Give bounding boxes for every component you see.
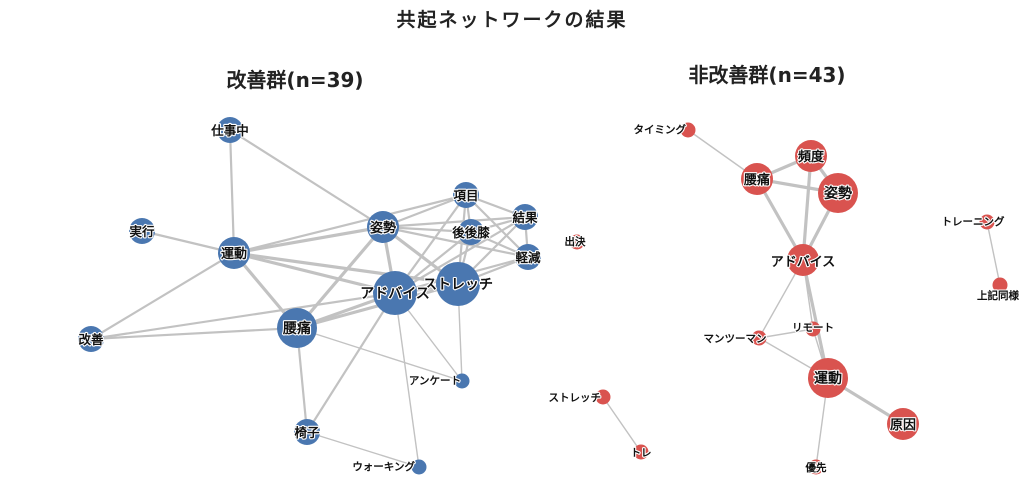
labels-layer: 仕事中実行運動改善姿勢項目結果後後膝軽減ストレッチアドバイス腰痛アンケート椅子ウ… [77,122,1020,475]
node-label-improved-jikko: 実行 [129,224,155,239]
edge-improved-kaizen-advice [89,291,397,341]
node-improved-keigen [515,244,541,270]
node-improved-kekka [512,204,538,230]
node-improved-walking [411,459,427,475]
edges-layer [89,128,1001,468]
node-not_improved-training [979,214,995,230]
edge-improved-shisei-yotsu [295,225,385,330]
node-improved-shigoto [217,117,243,143]
node-not_improved-advice [787,244,819,276]
node-label-not_improved-shisei: 姿勢 [824,185,852,202]
node-not_improved-joki [992,277,1008,293]
edge-improved-shigoto-undo [228,128,236,255]
edge-improved-undo-komoku [232,193,468,255]
edge-improved-advice-walking [394,292,420,468]
node-label-not_improved-advice: アドバイス [771,255,836,270]
edge-improved-undo-kaizen [89,251,236,341]
edge-improved-advice-isu [305,291,397,434]
edge-improved-shisei-kekka [381,215,527,229]
node-improved-kaizen [78,326,104,352]
panel-title-not-improved: 非改善群(n=43) [688,63,845,87]
node-label-improved-keigen: 軽減 [515,250,541,265]
node-improved-undo [218,237,250,269]
node-not_improved-tore [633,444,649,460]
edge-not_improved-advice-undo [801,258,830,380]
node-label-not_improved-shukketsu: 出決 [565,235,586,248]
node-label-improved-shisei: 姿勢 [370,220,396,236]
node-label-not_improved-stretch: ストレッチ [549,392,602,404]
edge-improved-shisei-keigen [381,225,530,259]
edge-improved-kaizen-yotsu [89,326,299,341]
node-label-not_improved-genin: 原因 [890,418,916,433]
node-label-improved-isu: 椅子 [294,425,320,440]
edge-not_improved-stretch-tore [602,396,642,453]
node-not_improved-shukketsu [569,234,585,250]
node-label-improved-komoku: 項目 [453,188,478,203]
node-label-not_improved-timing: タイミング [634,123,687,136]
node-label-improved-kaizen: 改善 [78,332,104,347]
edge-improved-shigoto-shisei [228,128,385,229]
node-not_improved-yusen [808,459,824,475]
node-label-not_improved-remote: リモート [792,322,834,334]
node-improved-stretch [436,262,480,306]
node-improved-jikko [129,218,155,244]
node-not_improved-stretch [595,389,611,405]
node-not_improved-manzu [751,330,767,346]
node-label-improved-walking: ウォーキング [352,460,415,473]
node-not_improved-timing [680,122,696,138]
node-label-not_improved-hindo: 頻度 [798,149,825,165]
node-not_improved-hindo [795,140,827,172]
edge-not_improved-training-joki [986,221,1001,286]
node-improved-komoku [453,182,479,208]
node-label-not_improved-undo: 運動 [814,370,842,387]
edge-not_improved-hindo-advice [801,154,813,262]
node-not_improved-shisei [818,173,858,213]
node-label-not_improved-manzu: マンツーマン [704,333,767,345]
node-not_improved-yotsu [741,163,773,195]
node-not_improved-genin [887,408,919,440]
edge-improved-undo-advice [232,251,397,295]
nodes-layer [78,117,1008,475]
node-not_improved-undo [808,358,848,398]
node-improved-shisei [367,211,399,243]
node-improved-enquete [454,373,470,389]
edge-not_improved-manzu-remote [758,328,814,339]
node-label-improved-kekka: 結果 [512,210,538,225]
node-label-not_improved-joki: 上記同様 [977,289,1019,302]
node-improved-isu [294,419,320,445]
edge-improved-isu-walking [306,431,420,468]
node-label-not_improved-yusen: 優先 [805,461,827,474]
edge-improved-kekka-advice [393,215,527,295]
node-label-improved-stretch: ストレッチ [423,277,493,293]
node-label-improved-kogo: 後後膝 [452,225,490,240]
node-label-not_improved-yotsu: 腰痛 [743,172,770,188]
edge-improved-undo-shisei [232,225,385,255]
node-label-improved-yotsu: 腰痛 [282,320,311,337]
edge-improved-komoku-keigen [464,193,530,259]
node-improved-advice [373,271,417,315]
node-improved-yotsu [277,308,317,348]
figure-title: 共起ネットワークの結果 [396,8,627,31]
node-label-improved-enquete: アンケート [409,375,461,387]
panel-title-improved: 改善群(n=39) [226,68,363,92]
node-label-improved-advice: アドバイス [360,286,430,302]
node-label-improved-undo: 運動 [221,246,247,262]
node-not_improved-remote [805,321,821,337]
node-label-not_improved-tore: トレ [631,447,652,459]
node-label-not_improved-training: トレーニング [942,215,1005,228]
edge-improved-yotsu-enquete [296,327,463,382]
node-label-improved-shigoto: 仕事中 [210,123,249,138]
node-improved-kogo [458,219,484,245]
